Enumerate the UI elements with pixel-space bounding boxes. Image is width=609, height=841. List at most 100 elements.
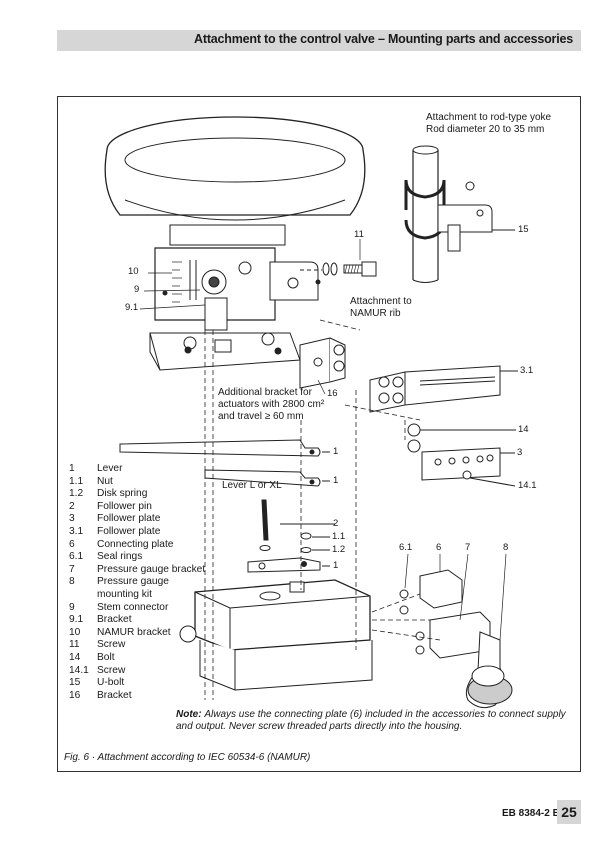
yoke-base-illustration — [149, 332, 301, 371]
legend-number: 1.2 — [69, 488, 84, 500]
legend-label: Seal rings — [97, 551, 143, 563]
legend-label: Stem connector — [97, 601, 169, 613]
follower-plate-3-1-illustration — [369, 365, 518, 413]
legend-row: 11 Screw — [69, 639, 205, 652]
page-header-title: Attachment to the control valve – Mounti… — [194, 32, 573, 46]
callout-9-1: 9.1 — [125, 302, 139, 313]
legend-number: 3.1 — [69, 525, 84, 537]
additional-bracket-annotation: Additional bracket for actuators with 28… — [218, 387, 324, 423]
lever-1-assembly-illustration — [247, 499, 335, 573]
legend-row: 14.1 Screw — [69, 665, 205, 678]
callout-3-1: 3.1 — [520, 365, 534, 376]
rod-yoke-annotation: Attachment to rod-type yoke Rod diameter… — [426, 112, 551, 136]
legend-row: 8 Pressure gauge — [69, 576, 205, 589]
legend-row: 14 Bolt — [69, 652, 205, 665]
namur-line1: Attachment to — [350, 296, 412, 307]
footer-page-number: 25 — [557, 800, 581, 824]
legend-row: 6.1 Seal rings — [69, 551, 205, 564]
callout-2: 2 — [333, 518, 339, 529]
legend-label: Follower plate — [97, 525, 161, 537]
legend-label: Nut — [97, 475, 113, 487]
legend-label: NAMUR bracket — [97, 626, 171, 638]
legend-number: 15 — [69, 677, 81, 689]
bracket-line1: Additional bracket for — [218, 387, 312, 398]
legend-label: Lever — [97, 463, 123, 474]
legend-label: Pressure gauge bracket — [97, 563, 206, 575]
legend-row: 9 Stem connector — [69, 602, 205, 615]
legend-label: Screw — [97, 664, 126, 676]
legend-number: 16 — [69, 689, 81, 701]
legend-number — [69, 589, 97, 602]
legend-number: 14.1 — [69, 664, 89, 676]
callout-1-b: 1 — [333, 475, 339, 486]
legend-label: Follower pin — [97, 500, 152, 512]
callout-14-1: 14.1 — [518, 480, 537, 491]
legend-label: U-bolt — [97, 677, 125, 689]
note: Note: Always use the connecting plate (6… — [176, 709, 571, 733]
screw-11-illustration — [300, 261, 377, 277]
note-text: Always use the connecting plate (6) incl… — [176, 709, 566, 732]
legend-number: 11 — [69, 639, 80, 651]
legend-number: 8 — [69, 576, 75, 588]
callout-3: 3 — [517, 447, 523, 458]
rod-yoke-line2: Rod diameter 20 to 35 mm — [426, 124, 545, 135]
legend-number: 2 — [69, 500, 75, 512]
legend-number: 7 — [69, 563, 75, 575]
header-bar: Attachment to the control valve – Mounti… — [57, 30, 581, 51]
legend-label: Connecting plate — [97, 538, 174, 550]
callout-8: 8 — [503, 542, 509, 553]
legend-label: Pressure gauge — [97, 576, 169, 588]
lever-illustrations — [119, 439, 330, 487]
legend-number: 3 — [69, 513, 75, 525]
legend-number: 9 — [69, 601, 75, 613]
legend-row: 15 U-bolt — [69, 677, 205, 690]
legend-number: 14 — [69, 651, 81, 663]
actuator-illustration — [104, 116, 366, 246]
callout-1-c: 1 — [333, 560, 339, 571]
figure-frame — [57, 96, 581, 772]
legend-number: 9.1 — [69, 614, 84, 626]
legend-row: 1.1 Nut — [69, 476, 205, 489]
callout-16: 16 — [327, 388, 338, 399]
callout-1-1: 1.1 — [332, 531, 346, 542]
legend-label: Screw — [97, 639, 126, 651]
callout-leaders — [139, 239, 507, 641]
legend-row: 16 Bracket — [69, 690, 205, 703]
callout-6-1: 6.1 — [399, 542, 413, 553]
note-label: Note: — [176, 709, 202, 720]
legend-row: 7 Pressure gauge bracket — [69, 564, 205, 577]
namur-line2: NAMUR rib — [350, 308, 401, 319]
legend-number: 1.1 — [69, 475, 84, 487]
legend-number: 6.1 — [69, 551, 84, 563]
legend-label: Bracket — [97, 689, 132, 701]
callout-9: 9 — [134, 284, 140, 295]
legend-number: 1 — [69, 463, 75, 474]
bracket-line2: actuators with 2800 cm² — [218, 399, 325, 410]
callout-7: 7 — [465, 542, 471, 553]
legend-label: Follower plate — [97, 513, 161, 525]
namur-bracket-illustration — [154, 247, 321, 331]
positioner-housing-illustration — [179, 579, 373, 691]
rod-yoke-line1: Attachment to rod-type yoke — [426, 112, 552, 123]
callout-11: 11 — [354, 229, 364, 240]
callout-15: 15 — [518, 224, 529, 235]
follower-plate-3-illustration — [407, 423, 516, 487]
legend-row: 3 Follower plate — [69, 513, 205, 526]
bracket-line3: and travel ≥ 60 mm — [218, 411, 304, 422]
assembly-dash-lines — [204, 319, 441, 700]
callout-1-2: 1.2 — [332, 544, 346, 555]
lever-lxl-annotation: Lever L or XL — [222, 480, 282, 491]
pressure-gauge-parts-illustration — [399, 569, 513, 709]
footer-doc-number: EB 8384-2 EN — [502, 808, 567, 819]
legend-label: Bracket — [97, 614, 132, 626]
bracket-16-illustration — [299, 337, 346, 389]
legend-row: mounting kit — [69, 589, 205, 602]
legend-label: Bolt — [97, 651, 115, 663]
legend-row: 2 Follower pin — [69, 501, 205, 514]
namur-annotation: Attachment to NAMUR rib — [350, 296, 412, 320]
